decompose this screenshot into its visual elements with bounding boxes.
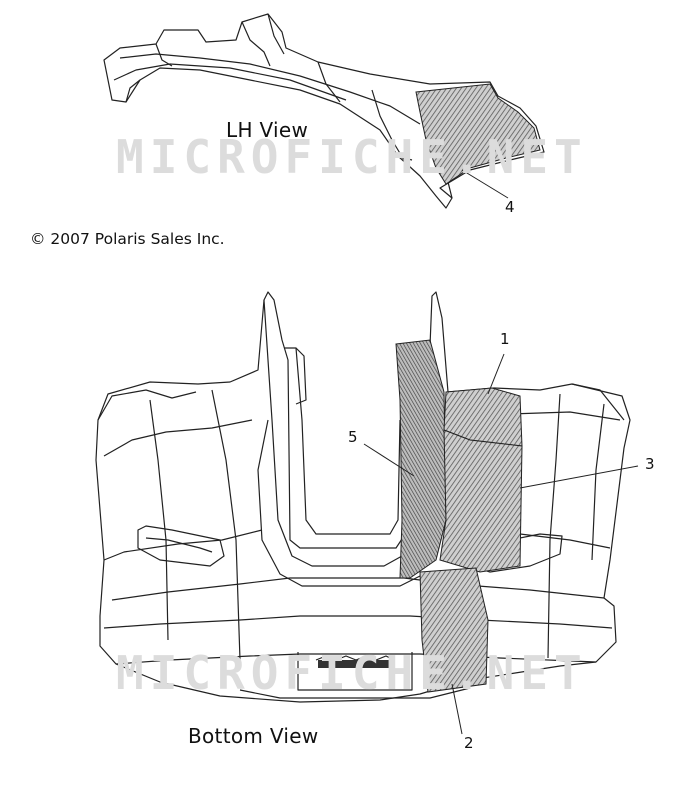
bottom-view-label: Bottom View: [188, 724, 319, 748]
bottom-view-drawing: [95, 291, 631, 703]
watermark-top: MICROFICHE.NET: [116, 130, 588, 184]
callout-4: 4: [505, 198, 515, 216]
callout-1: 1: [500, 330, 510, 348]
callout-5: 5: [348, 428, 358, 446]
callout-3: 3: [645, 455, 655, 473]
bottom-part-3-shade: [439, 429, 523, 573]
bottom-part-5-shade: [395, 339, 447, 579]
lh-view-drawing: [103, 13, 545, 209]
leader-5: [363, 443, 415, 477]
bottom-part-2-shade: [419, 567, 489, 693]
copyright-text: © 2007 Polaris Sales Inc.: [30, 230, 225, 248]
lh-view-label: LH View: [226, 118, 309, 142]
leader-2: [451, 683, 463, 735]
watermark-bottom: MICROFICHE.NET: [116, 646, 588, 700]
lh-part-4-shade: [415, 83, 541, 185]
leader-4: [461, 169, 509, 199]
leader-3: [519, 465, 639, 489]
leader-1: [487, 353, 505, 395]
callout-2: 2: [464, 734, 474, 752]
